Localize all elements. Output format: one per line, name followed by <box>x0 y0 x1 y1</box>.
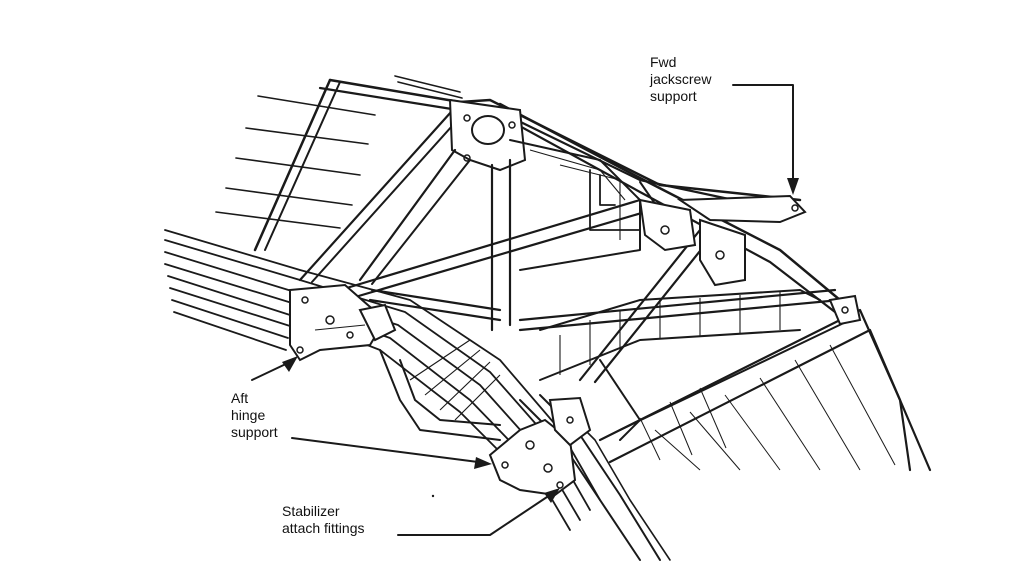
center-box-ribs <box>509 139 641 271</box>
stabilizer-attach-fittings <box>488 396 592 497</box>
label-stabilizer-attach-fittings: Stabilizer attach fittings <box>282 503 365 537</box>
lower-box-frame <box>379 339 501 441</box>
arrow-aft-hinge-1 <box>282 356 298 372</box>
rib-stubs-upper-left <box>215 75 463 229</box>
label-line: hinge <box>231 407 266 423</box>
top-fitting <box>448 98 527 172</box>
leader-lines <box>251 84 799 536</box>
label-fwd-jackscrew-support: Fwd jackscrew support <box>650 54 711 105</box>
arrow-fwd-jackscrew <box>787 178 799 195</box>
label-aft-hinge-support: Aft hinge support <box>231 390 278 441</box>
vertical-post <box>490 158 512 332</box>
box-stiffeners <box>539 289 821 441</box>
lower-right-panel <box>598 308 932 472</box>
label-line: attach fittings <box>282 520 365 536</box>
label-line: jackscrew <box>650 71 712 87</box>
label-line: support <box>231 424 278 440</box>
arrow-stabilizer <box>544 488 560 503</box>
arrow-aft-hinge-2 <box>474 457 492 469</box>
label-line: Stabilizer <box>282 503 340 519</box>
label-line: Aft <box>231 390 249 406</box>
label-line: Fwd <box>650 54 677 70</box>
aft-hinge-fitting <box>289 283 397 362</box>
right-corner-fitting <box>828 294 862 326</box>
label-line: support <box>650 88 697 104</box>
fwd-fitting <box>638 194 807 287</box>
